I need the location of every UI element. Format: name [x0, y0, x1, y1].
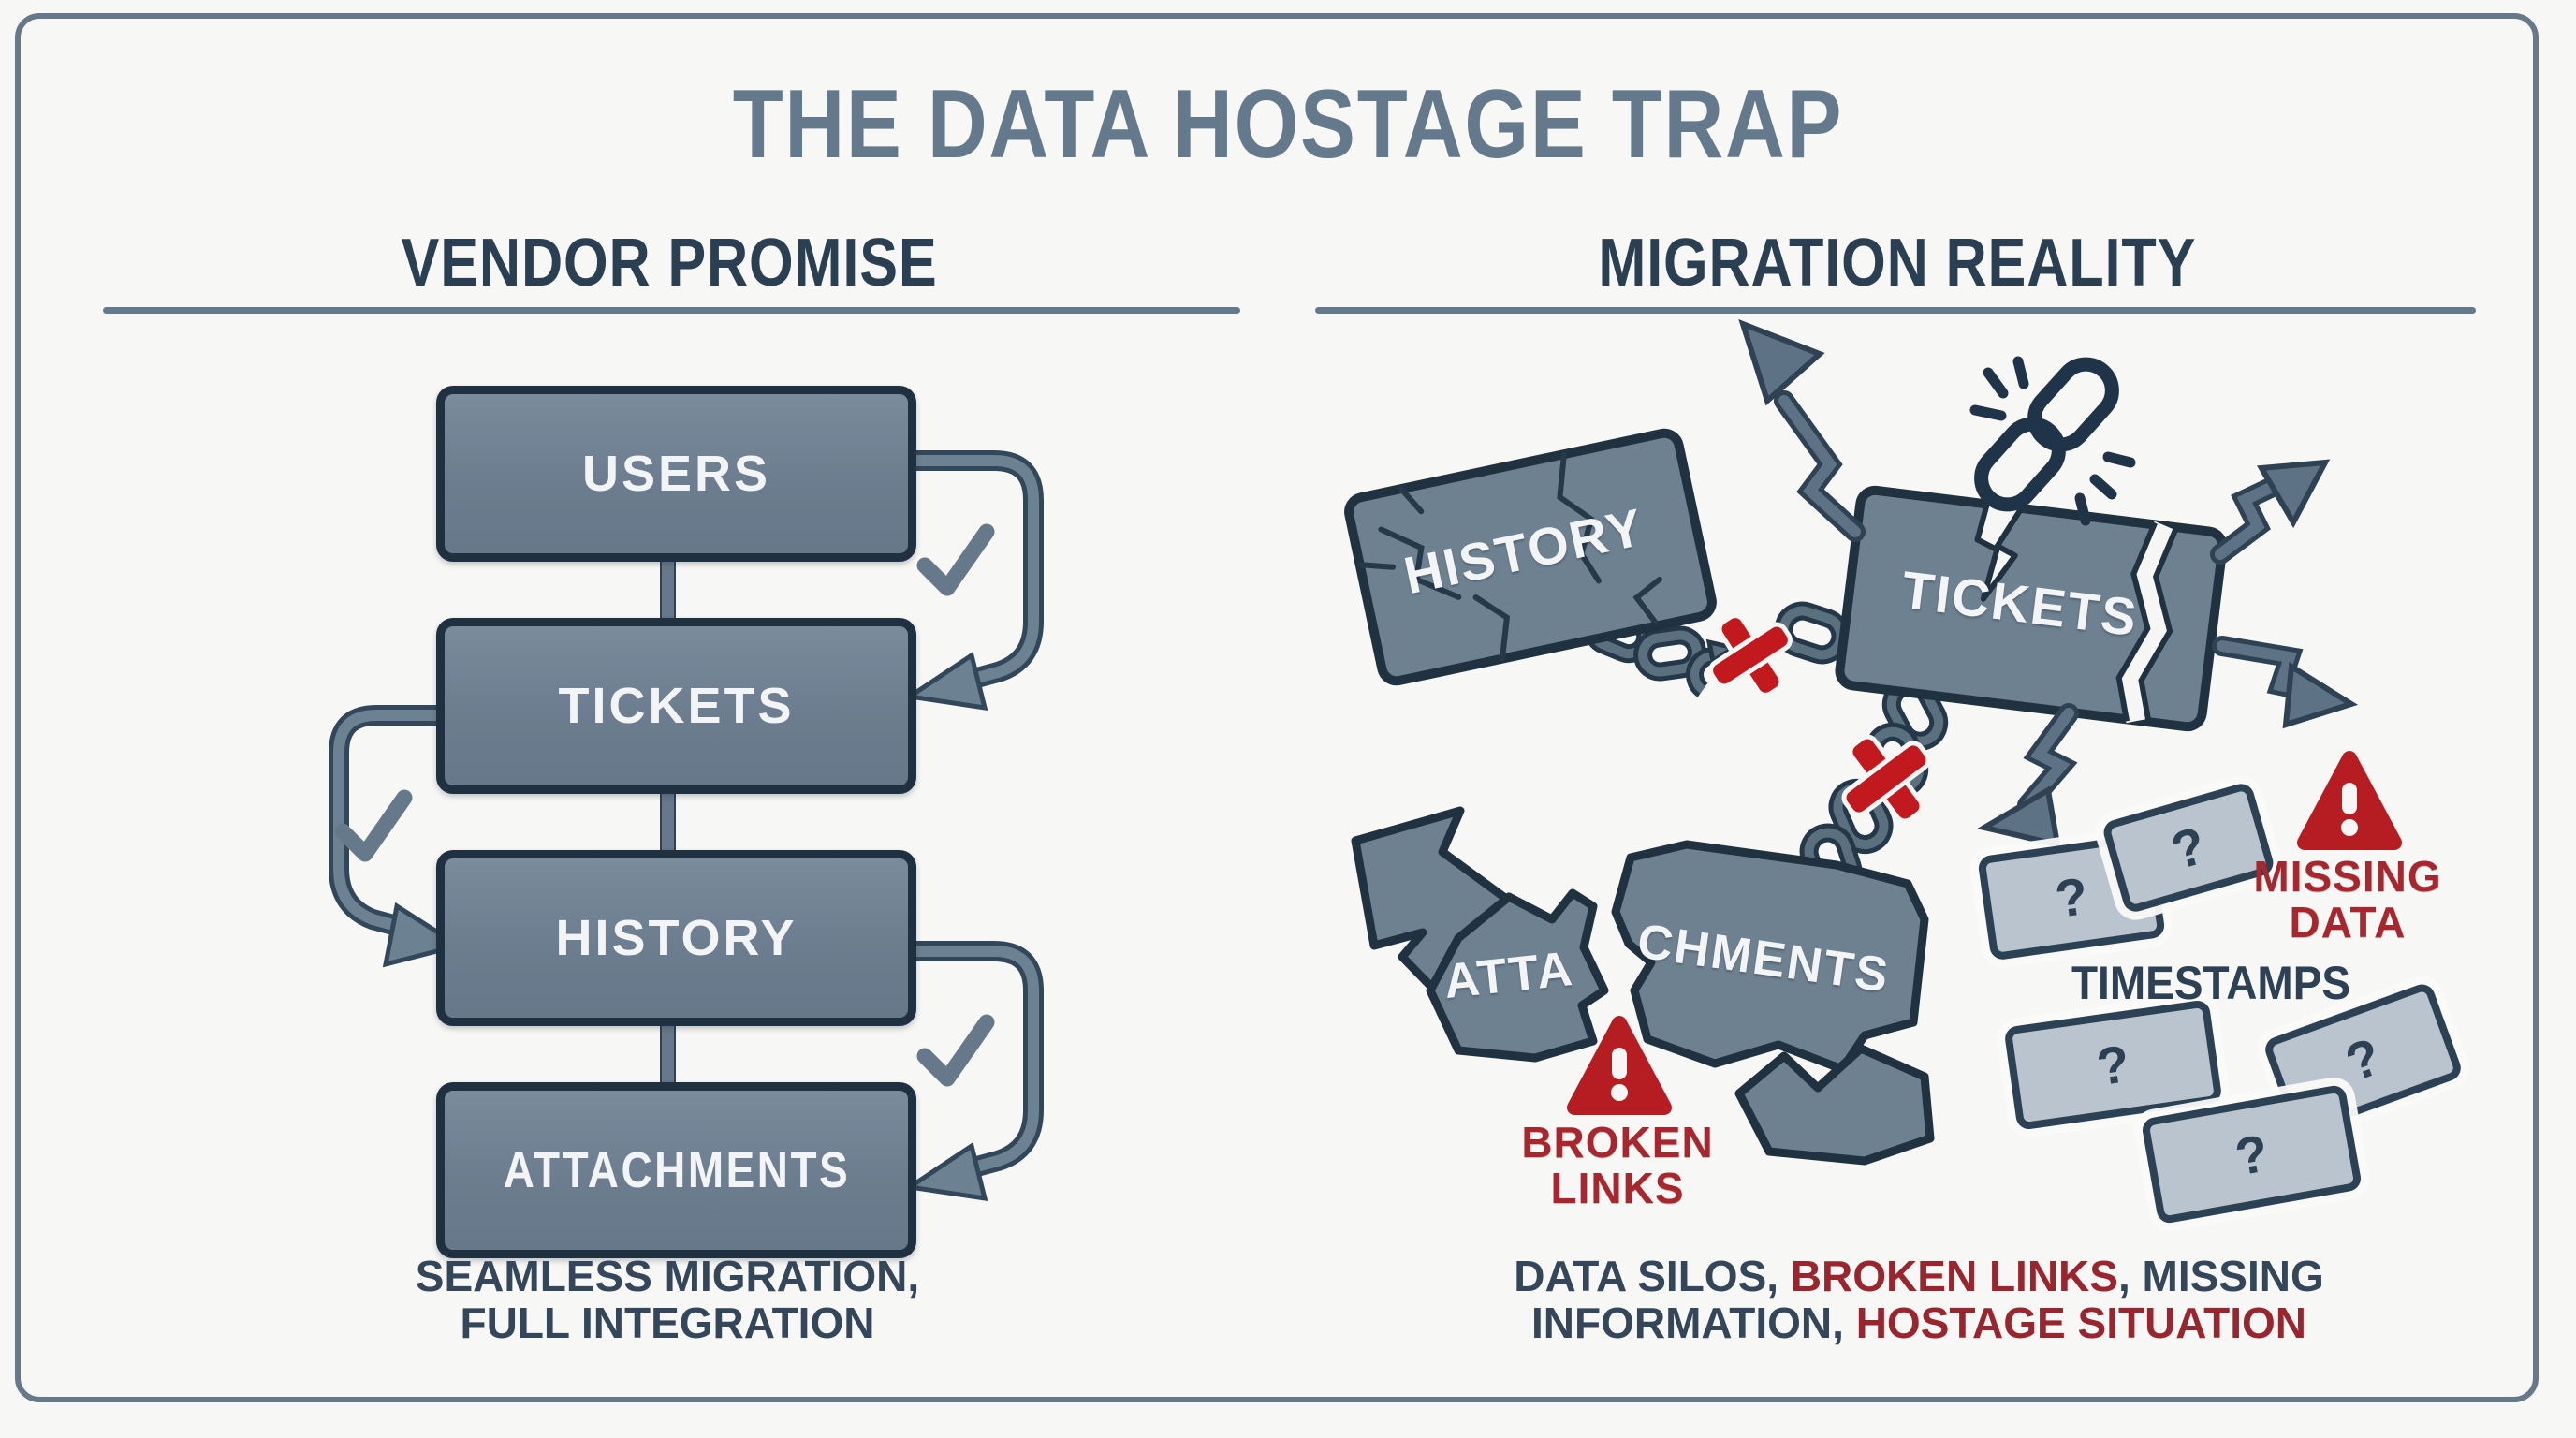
- flow-box-history: HISTORY: [436, 850, 916, 1026]
- attachments-torn-pieces: [1351, 806, 1935, 1166]
- outer-frame: [15, 13, 2539, 1402]
- page-title-text: THE DATA HOSTAGE TRAP: [732, 69, 1844, 179]
- left-column-header: VENDOR PROMISE: [401, 226, 938, 301]
- right-header-underline: [1315, 307, 2476, 314]
- warning-triangle-icon: [2297, 751, 2402, 850]
- left-caption: SEAMLESS MIGRATION, FULL INTEGRATION: [415, 1252, 920, 1347]
- warning-triangle-icon: [1567, 1016, 1672, 1115]
- lightning-arrow-down: [1976, 703, 2079, 848]
- checkmark-icon: [916, 523, 995, 596]
- curved-arrow-users-tickets: [890, 450, 1044, 712]
- checkmark-icon: [916, 1014, 995, 1087]
- page-title: THE DATA HOSTAGE TRAP: [633, 70, 1943, 179]
- broken-links-label: BROKEN LINKS: [1521, 1118, 1714, 1212]
- checkmark-icon: [334, 789, 413, 862]
- left-header-underline: [103, 307, 1240, 314]
- red-x-icon: [1708, 613, 1793, 697]
- missing-data-label: MISSING DATA: [2253, 852, 2442, 946]
- red-x-icon: [1841, 734, 1931, 824]
- lightning-notch: [1974, 498, 2027, 602]
- zigzag-arrow-up-left: [1738, 318, 1866, 542]
- attachments-piece-left: [1426, 888, 1609, 1063]
- right-caption: DATA SILOS, BROKEN LINKS, MISSING INFORM…: [1514, 1252, 2324, 1347]
- zigzag-arrow-up-right: [2210, 459, 2331, 565]
- right-column-header: MIGRATION REALITY: [1598, 226, 2197, 301]
- broken-chain-icon: [1969, 356, 2136, 526]
- crack-lines: [1356, 451, 1662, 662]
- curved-arrow-history-attachments: [890, 941, 1044, 1202]
- history-cracked-box: [1344, 428, 1717, 686]
- flow-box-attachments: ATTACHMENTS: [436, 1082, 916, 1258]
- tickets-broken-box: [1835, 485, 2228, 732]
- attachments-piece-bottom: [1734, 1044, 1935, 1166]
- zigzag-arrow-right: [2212, 636, 2359, 729]
- flow-box-users: USERS: [436, 386, 916, 562]
- flow-box-tickets: TICKETS: [436, 618, 916, 794]
- timestamps-label: TIMESTAMPS: [2071, 957, 2351, 1009]
- crack-gap: [2116, 521, 2177, 724]
